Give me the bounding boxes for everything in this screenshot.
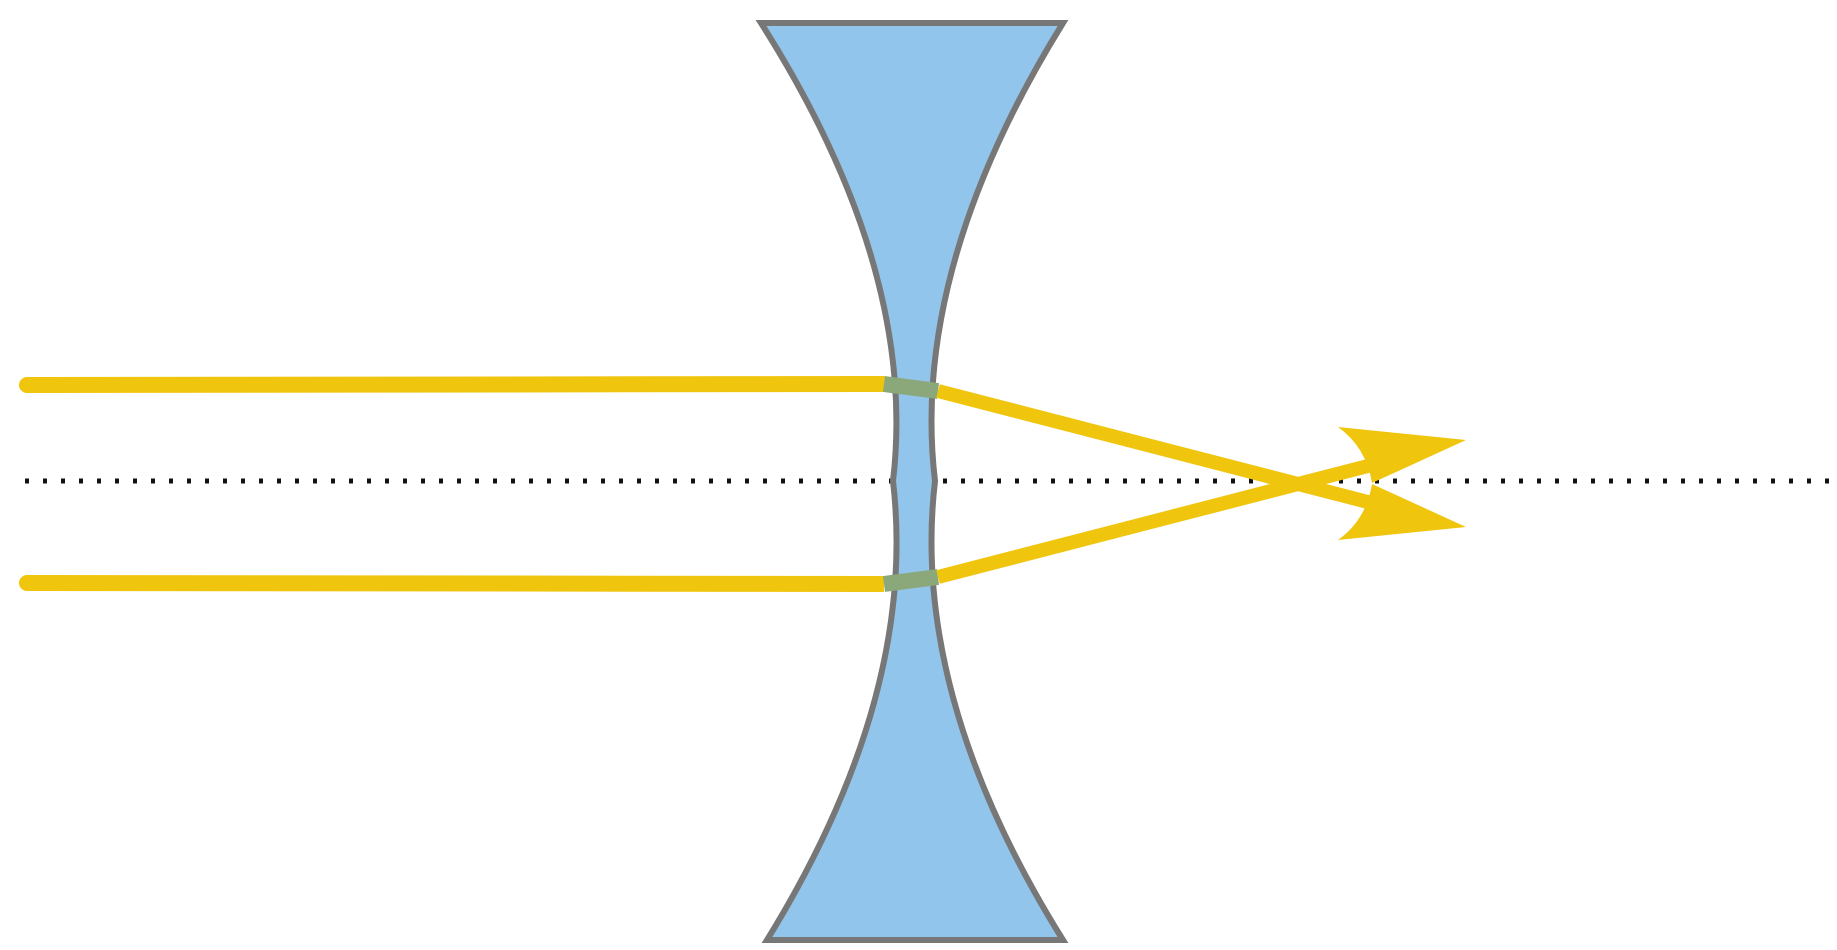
lower-incoming-ray bbox=[26, 575, 885, 592]
concave-lens bbox=[755, 20, 1069, 943]
lower-outgoing-ray bbox=[936, 452, 1397, 584]
upper-incoming-ray bbox=[19, 376, 892, 393]
upper-ray-in-lens bbox=[882, 376, 940, 399]
upper-ray-arrowhead bbox=[1338, 484, 1466, 540]
lower-ray-in-lens bbox=[882, 569, 940, 592]
lower-ray-start-cap bbox=[19, 575, 35, 591]
upper-outgoing-ray bbox=[936, 384, 1397, 516]
lower-ray-arrowhead bbox=[1338, 427, 1466, 483]
